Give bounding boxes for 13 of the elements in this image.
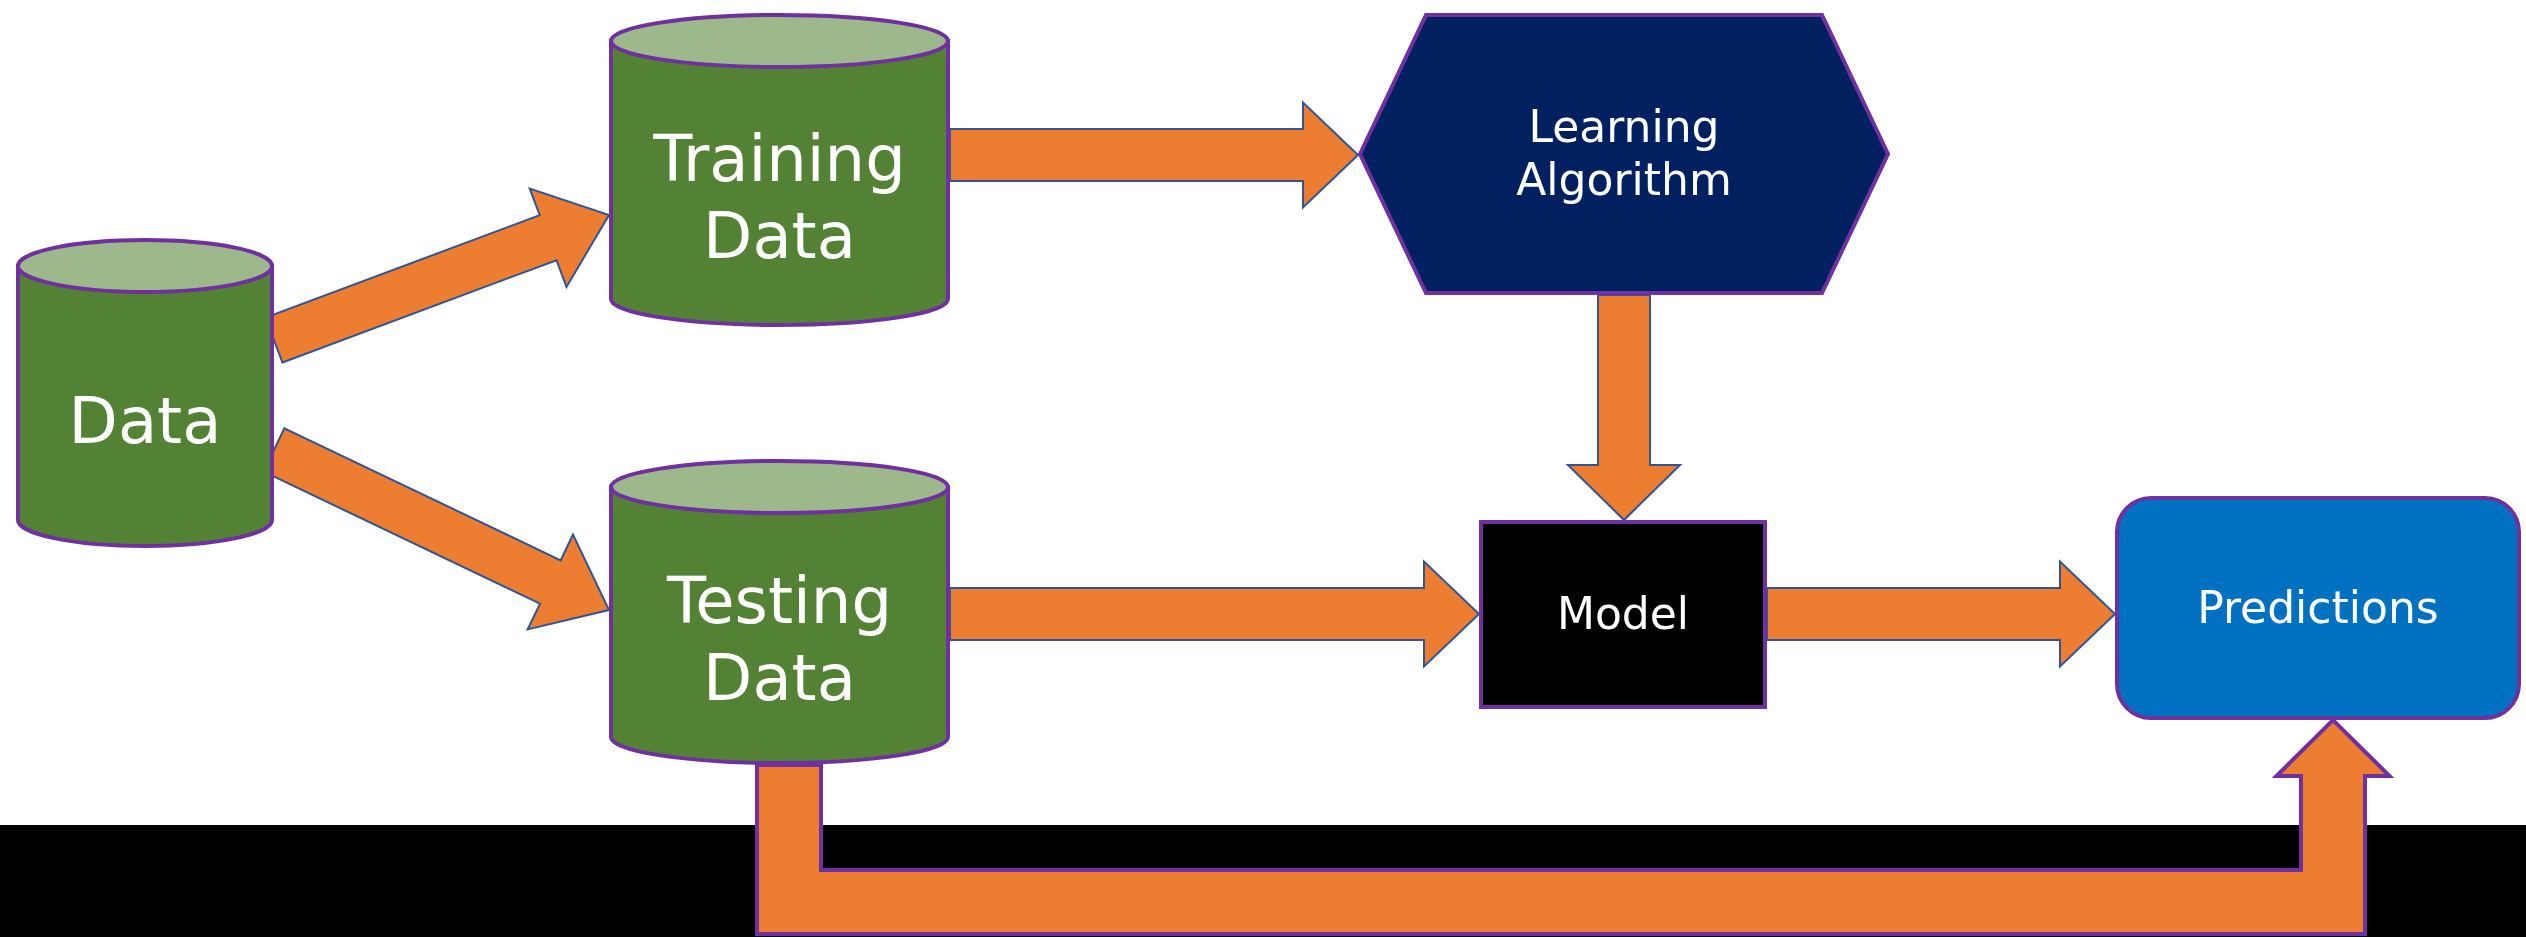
block-arrow bbox=[949, 559, 1481, 669]
node-label: Learning Algorithm bbox=[1515, 101, 1733, 207]
node-label: Training Data bbox=[652, 121, 907, 275]
node-label: Data bbox=[68, 382, 222, 460]
block-arrow bbox=[949, 100, 1360, 210]
node-label: Testing Data bbox=[665, 563, 893, 717]
node-label: Model bbox=[1556, 588, 1690, 641]
block-arrow bbox=[1766, 559, 2117, 669]
node-label: Predictions bbox=[2197, 581, 2439, 635]
block-arrow bbox=[1565, 294, 1683, 522]
block-arrow bbox=[755, 717, 2395, 936]
process-box bbox=[1479, 520, 1767, 709]
process-box bbox=[2115, 496, 2521, 720]
